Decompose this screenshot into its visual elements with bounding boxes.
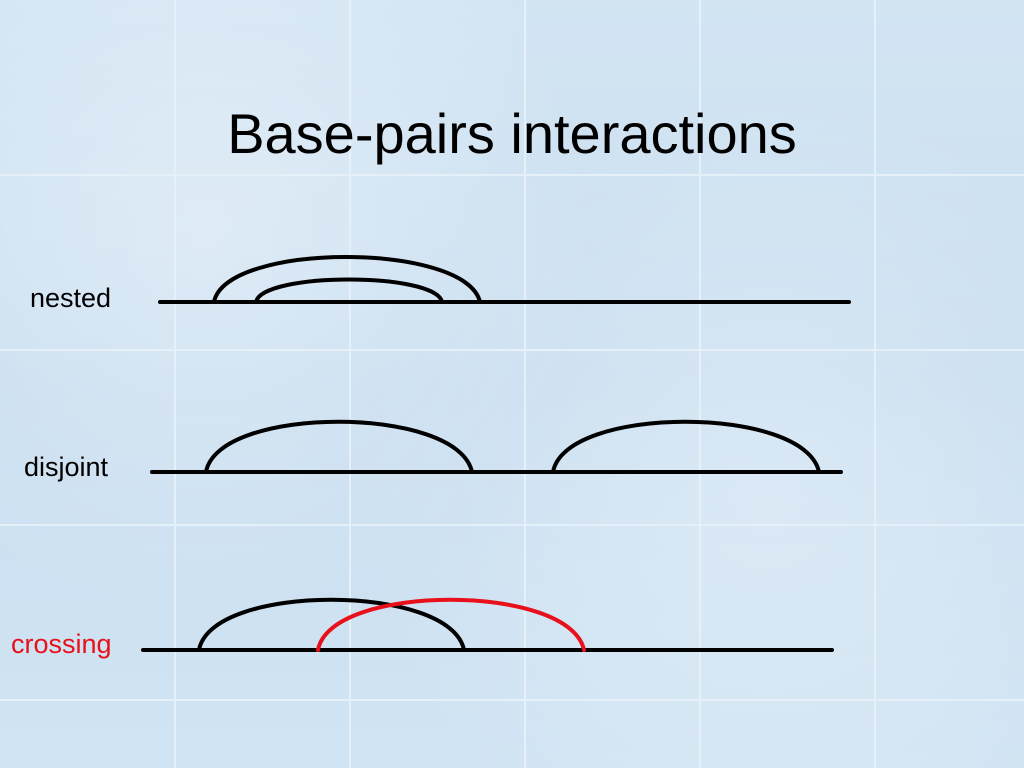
nested-inner-arc bbox=[254, 277, 444, 304]
nested-outer-arc bbox=[212, 255, 482, 304]
crossing-row bbox=[141, 597, 834, 652]
disjoint-right-arc bbox=[551, 419, 821, 474]
disjoint-row bbox=[150, 419, 843, 474]
row-label-crossing: crossing bbox=[11, 629, 112, 659]
row-label-disjoint: disjoint bbox=[24, 452, 109, 482]
slide-title: Base-pairs interactions bbox=[227, 102, 797, 165]
crossing-red-arc bbox=[316, 597, 586, 652]
crossing-black-arc bbox=[197, 597, 466, 652]
row-label-nested: nested bbox=[30, 283, 112, 313]
disjoint-left-arc bbox=[204, 419, 474, 474]
nested-row bbox=[158, 255, 851, 304]
